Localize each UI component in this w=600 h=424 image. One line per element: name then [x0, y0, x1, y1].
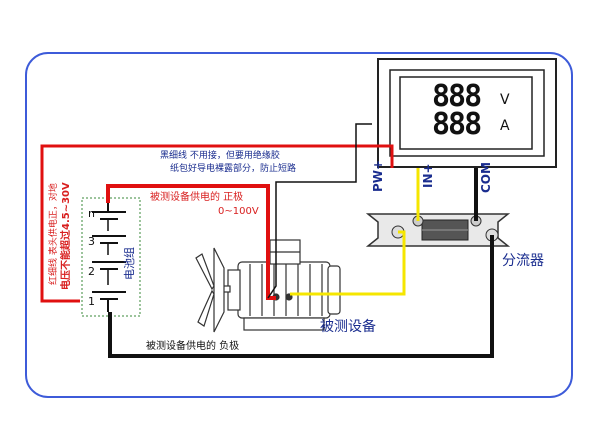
negative-label: 被测设备供电的 负极 [146, 341, 240, 352]
meter-digits-top: 888 [432, 79, 482, 114]
diagram-frame [25, 52, 573, 398]
shunt-label: 分流器 [502, 253, 544, 269]
cell-label-1: 1 [88, 295, 95, 308]
motor [195, 239, 341, 333]
cell-label-n: n [88, 207, 95, 220]
device-label: 被测设备 [320, 319, 376, 335]
cell-label-3: 3 [88, 235, 95, 248]
meter-unit-amp: A [500, 118, 510, 134]
terminal-pw-label: PW+ [371, 159, 385, 192]
terminal-in-label: IN+ [421, 163, 435, 188]
red-wire-positive [106, 184, 276, 300]
meter-digits-bottom: 888 [432, 107, 482, 142]
note-red-thin-1: 红细线 表头供电正，对地 [49, 183, 59, 285]
black-thin-wire [267, 123, 372, 299]
meter-unit-volt: V [500, 92, 510, 108]
shunt [365, 213, 511, 247]
note-red-thin-2: 电压不能超过4.5~30V [61, 182, 72, 290]
battery-cells [92, 203, 126, 312]
cell-label-2: 2 [88, 265, 95, 278]
battery-label: 电池组 [123, 247, 136, 280]
red-wire-meter-power [40, 144, 394, 303]
positive-label: 被测设备供电的 正极 [150, 192, 244, 203]
voltage-range-label: 0~100V [218, 206, 259, 217]
black-wire-negative [108, 235, 494, 358]
terminal-com-label: COM [479, 162, 493, 193]
panel-meter [377, 58, 557, 168]
note-black-thin-2: 纸包好导电裸露部分，防止短路 [170, 164, 297, 174]
yellow-wire-device [290, 230, 406, 296]
note-black-thin-1: 黑细线 不用接，但要用绝缘胶 [160, 151, 280, 161]
